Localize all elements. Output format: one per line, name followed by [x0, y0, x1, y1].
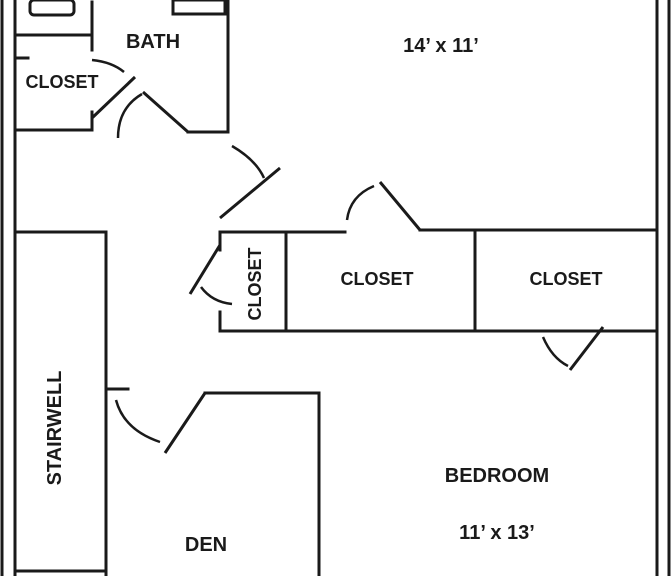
bath-door [116, 90, 189, 139]
den-label: DEN [185, 534, 227, 556]
bedroom-closet-door [541, 326, 605, 371]
closet-vertical-label: CLOSET [245, 247, 265, 320]
bath-closet-door [90, 58, 137, 132]
closets-block [188, 228, 659, 333]
upper-room-hall-door [219, 144, 281, 220]
upper-room-door [220, 181, 659, 234]
bedroom-dimensions: 11’ x 13’ [459, 522, 535, 544]
bath-walls [13, 0, 230, 134]
upper-room-dimensions: 14’ x 11’ [403, 35, 479, 57]
bedroom-label: BEDROOM [445, 465, 549, 487]
stairwell-walls [13, 230, 130, 576]
stairwell-label: STAIRWELL [44, 371, 66, 486]
closet-right-label: CLOSET [529, 269, 602, 289]
bath-closet-label: CLOSET [25, 72, 98, 92]
bath-label: BATH [126, 31, 180, 53]
closet-middle-label: CLOSET [340, 269, 413, 289]
den-walls [114, 391, 321, 576]
